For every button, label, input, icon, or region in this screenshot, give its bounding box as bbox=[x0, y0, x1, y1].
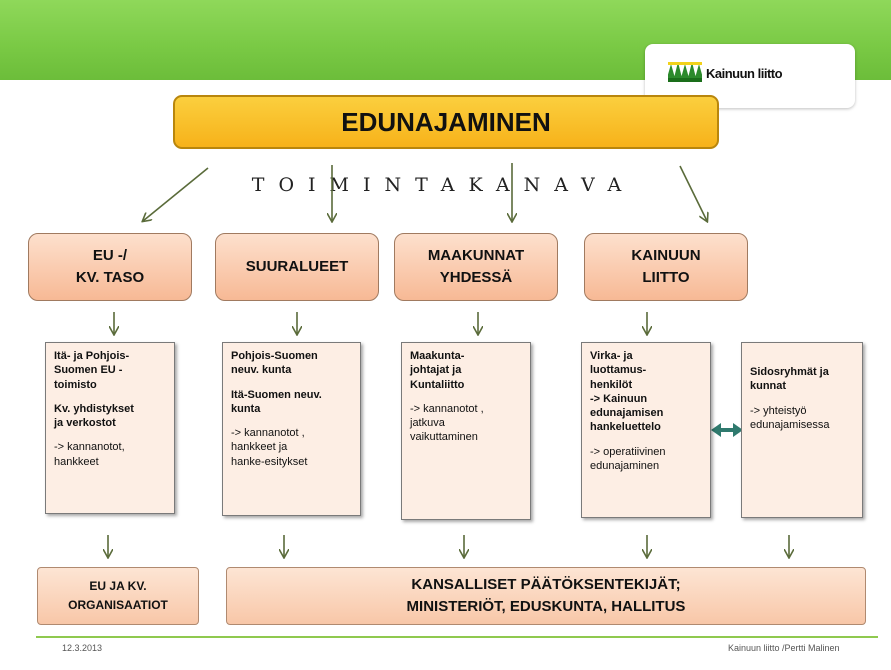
title-box: EDUNAJAMINEN bbox=[173, 95, 719, 149]
footer-author: Kainuun liitto /Pertti Malinen bbox=[728, 643, 840, 653]
trees-logo-icon bbox=[668, 62, 702, 82]
footer-divider bbox=[36, 636, 878, 638]
logo-text: Kainuun liitto bbox=[706, 66, 783, 81]
arrow-to-kainuun bbox=[679, 165, 707, 221]
detail-text: Sidosryhmät ja kunnat bbox=[750, 366, 829, 393]
detail-box-sidosryhmat: Sidosryhmät ja kunnat -> yhteistyö eduna… bbox=[741, 342, 863, 518]
bottom-right-line1: KANSALLISET PÄÄTÖKSENTEKIJÄT; bbox=[411, 576, 681, 594]
category-maakunnat-yhdessa: MAAKUNNAT YHDESSÄ bbox=[394, 233, 558, 301]
detail-text: -> kannanotot , jatkuva vaikuttaminen bbox=[410, 402, 484, 444]
detail-text: -> operatiivinen edunajaminen bbox=[590, 445, 666, 473]
category-eu-kv-taso: EU -/ KV. TASO bbox=[28, 233, 192, 301]
detail-text: Maakunta- johtajat ja Kuntaliitto bbox=[410, 350, 465, 391]
bottom-box-kansalliset: KANSALLISET PÄÄTÖKSENTEKIJÄT; MINISTERIÖ… bbox=[226, 567, 866, 625]
detail-text: -> yhteistyö edunajamisessa bbox=[750, 404, 830, 431]
detail-text: -> kannanotot , hankkeet ja hanke-esityk… bbox=[231, 427, 308, 468]
arrow-to-eu bbox=[143, 167, 209, 221]
detail-text: -> kannanotot, hankkeet bbox=[54, 441, 125, 468]
double-arrow-icon bbox=[711, 423, 743, 437]
bottom-box-eu-organisaatiot: EU JA KV. ORGANISAATIOT bbox=[37, 567, 199, 625]
bottom-left-line2: ORGANISAATIOT bbox=[68, 598, 168, 612]
detail-text: Pohjois-Suomen neuv. kunta bbox=[231, 350, 318, 377]
detail-text: Kv. yhdistykset ja verkostot bbox=[54, 402, 134, 430]
detail-box-kainuun: Virka- ja luottamus- henkilöt -> Kainuun… bbox=[581, 342, 711, 518]
category-suuralueet: SUURALUEET bbox=[215, 233, 379, 301]
channel-label: TOIMINTAKANAVA bbox=[251, 174, 636, 196]
detail-text: Virka- ja luottamus- henkilöt -> Kainuun… bbox=[590, 350, 664, 434]
detail-box-maakunnat: Maakunta- johtajat ja Kuntaliitto -> kan… bbox=[401, 342, 531, 520]
detail-text: Itä- ja Pohjois- Suomen EU - toimisto bbox=[54, 350, 130, 391]
detail-text: Itä-Suomen neuv. kunta bbox=[231, 388, 322, 415]
detail-box-suuralueet: Pohjois-Suomen neuv. kunta Itä-Suomen ne… bbox=[222, 342, 361, 516]
bottom-right-line2: MINISTERIÖT, EDUSKUNTA, HALLITUS bbox=[406, 598, 686, 615]
footer-date: 12.3.2013 bbox=[62, 643, 103, 653]
category-kainuun-liitto: KAINUUN LIITTO bbox=[584, 233, 748, 301]
bottom-left-line1: EU JA KV. bbox=[89, 579, 147, 594]
detail-box-eu: Itä- ja Pohjois- Suomen EU - toimisto Kv… bbox=[45, 342, 175, 514]
